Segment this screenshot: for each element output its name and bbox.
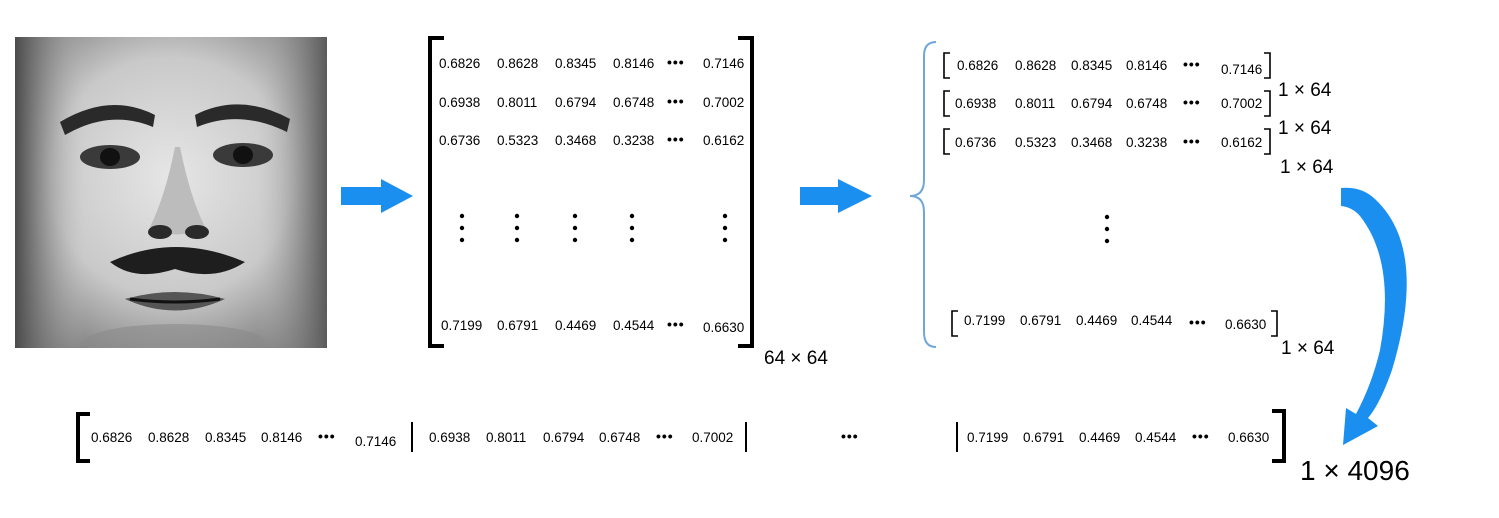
row-cell: 0.6791 <box>1020 313 1062 328</box>
matrix-cell: 0.4469 <box>555 318 597 333</box>
right-arrow-icon <box>341 179 413 213</box>
vector-cell: 0.7002 <box>692 430 734 445</box>
horizontal-ellipsis: ••• <box>667 131 685 147</box>
matrix-cell: 0.7199 <box>441 318 483 333</box>
horizontal-ellipsis: ••• <box>1192 428 1210 444</box>
row-cell: 0.6826 <box>957 58 999 73</box>
row-3-left-bracket <box>943 128 950 155</box>
matrix-cell: 0.6630 <box>703 320 745 335</box>
matrix-right-bracket <box>738 36 754 348</box>
vector-cell: 0.6630 <box>1228 430 1270 445</box>
face-photo-icon <box>15 37 327 348</box>
vector-cell: 0.6938 <box>429 430 471 445</box>
row-cell: 0.8146 <box>1126 58 1168 73</box>
row-size-label: 1 × 64 <box>1280 157 1334 178</box>
horizontal-ellipsis: ••• <box>667 316 685 332</box>
row-size-label: 1 × 64 <box>1278 80 1332 101</box>
row-cell: 0.4469 <box>1076 313 1118 328</box>
matrix-cell: 0.6162 <box>703 133 745 148</box>
vector-cell: 0.6791 <box>1023 430 1065 445</box>
row-cell: 0.8628 <box>1015 58 1057 73</box>
vector-right-bracket <box>1272 409 1286 463</box>
row-cell: 0.6748 <box>1126 96 1168 111</box>
row-1-left-bracket <box>943 52 950 79</box>
row-list-brace <box>909 41 937 348</box>
vector-cell: 0.6748 <box>599 430 641 445</box>
matrix-cell: 0.8146 <box>613 56 655 71</box>
face-image <box>15 37 327 348</box>
vector-cell: 0.8628 <box>148 430 190 445</box>
matrix-cell: 0.6826 <box>439 56 481 71</box>
matrix-cell: 0.7146 <box>703 56 745 71</box>
horizontal-ellipsis: ••• <box>667 93 685 109</box>
vector-cell: 0.4544 <box>1135 430 1177 445</box>
row-cell: 0.7199 <box>964 313 1006 328</box>
vector-cell: 0.6794 <box>543 430 585 445</box>
vector-cell: 0.7146 <box>355 434 397 449</box>
row-cell: 0.8345 <box>1071 58 1113 73</box>
matrix-cell: 0.6748 <box>613 95 655 110</box>
row-cell: 0.3238 <box>1126 135 1168 150</box>
matrix-cell: 0.3238 <box>613 133 655 148</box>
horizontal-ellipsis: ••• <box>667 54 685 70</box>
matrix-cell: 0.6938 <box>439 95 481 110</box>
row-2-left-bracket <box>943 90 950 117</box>
row-cell: 0.7146 <box>1221 62 1263 77</box>
row-cell: 0.6736 <box>955 135 997 150</box>
horizontal-ellipsis: ••• <box>1183 56 1201 72</box>
horizontal-ellipsis: ••• <box>318 428 336 444</box>
matrix-size-label: 64 × 64 <box>764 348 828 369</box>
right-arrow-icon <box>800 179 872 213</box>
matrix-cell: 0.8345 <box>555 56 597 71</box>
row-cell: 0.3468 <box>1071 135 1113 150</box>
row-cell: 0.6630 <box>1225 317 1267 332</box>
row-3-right-bracket <box>1264 128 1271 155</box>
row-cell: 0.6794 <box>1071 96 1113 111</box>
vector-cell: 0.8146 <box>261 430 303 445</box>
matrix-cell: 0.6736 <box>439 133 481 148</box>
vector-left-bracket <box>76 412 90 463</box>
row-last-left-bracket <box>951 310 958 337</box>
matrix-cell: 0.5323 <box>497 133 539 148</box>
row-cell: 0.5323 <box>1015 135 1057 150</box>
matrix-cell: 0.6791 <box>497 318 539 333</box>
row-size-label: 1 × 64 <box>1281 338 1335 359</box>
vector-cell: 0.7199 <box>967 430 1009 445</box>
vector-cell: 0.8011 <box>486 430 527 445</box>
row-1-right-bracket <box>1264 52 1271 79</box>
matrix-cell: 0.8628 <box>497 56 539 71</box>
matrix-cell: 0.4544 <box>613 318 655 333</box>
row-cell: 0.4544 <box>1131 313 1173 328</box>
matrix-cell: 0.8011 <box>497 95 538 110</box>
horizontal-ellipsis: ••• <box>841 428 859 444</box>
matrix-cell: 0.6794 <box>555 95 597 110</box>
row-cell: 0.7002 <box>1221 96 1263 111</box>
curved-arrow-icon <box>1341 187 1407 445</box>
row-cell: 0.6938 <box>955 96 997 111</box>
row-cell: 0.6162 <box>1221 135 1263 150</box>
vector-cell: 0.8345 <box>205 430 247 445</box>
matrix-cell: 0.3468 <box>555 133 597 148</box>
row-last-right-bracket <box>1271 310 1278 337</box>
row-2-right-bracket <box>1264 90 1271 117</box>
row-cell: 0.8011 <box>1015 96 1056 111</box>
matrix-left-bracket <box>428 36 444 348</box>
vector-cell: 0.4469 <box>1079 430 1121 445</box>
horizontal-ellipsis: ••• <box>1189 314 1207 330</box>
horizontal-ellipsis: ••• <box>1183 94 1201 110</box>
matrix-cell: 0.7002 <box>703 95 745 110</box>
horizontal-ellipsis: ••• <box>1183 133 1201 149</box>
row-size-label: 1 × 64 <box>1278 118 1332 139</box>
horizontal-ellipsis: ••• <box>656 428 674 444</box>
vector-size-label: 1 × 4096 <box>1300 455 1410 486</box>
vector-cell: 0.6826 <box>91 430 133 445</box>
